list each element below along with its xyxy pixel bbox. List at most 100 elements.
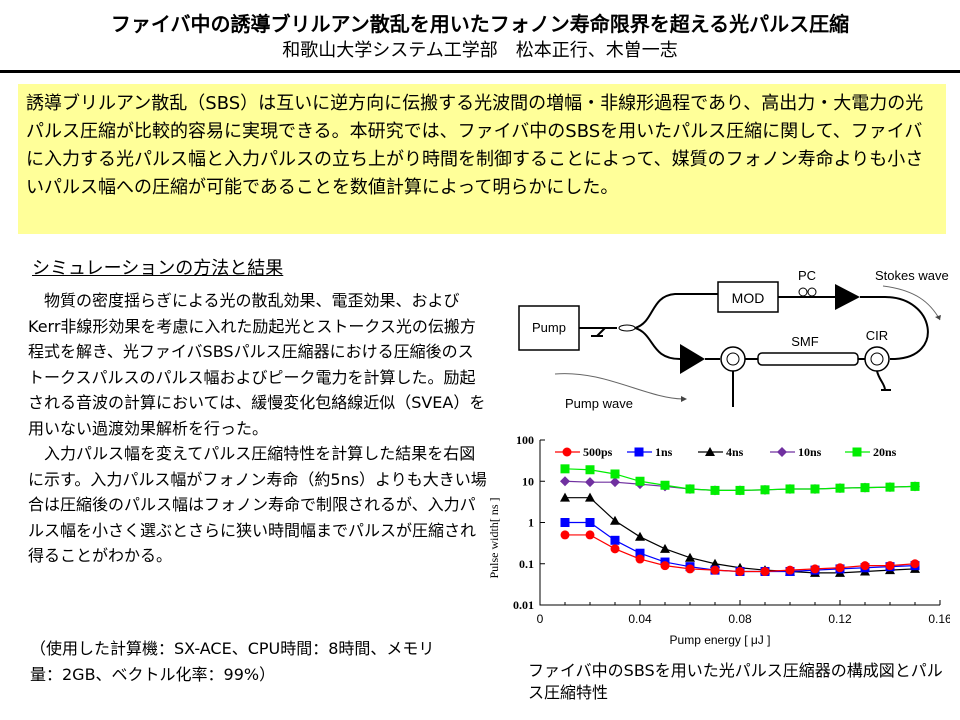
poster-title: ファイバ中の誘導ブリルアン散乱を用いたフォノン寿命限界を超える光パルス圧縮 xyxy=(110,12,850,36)
smf-fiber xyxy=(757,352,859,366)
marker-square xyxy=(585,465,595,475)
y-tick-label: 1 xyxy=(528,516,534,530)
marker-square xyxy=(635,548,645,558)
marker-square xyxy=(634,447,644,457)
marker-triangle xyxy=(560,492,570,502)
pump-label: Pump xyxy=(532,320,566,335)
marker-triangle xyxy=(635,531,645,541)
marker-square xyxy=(635,476,645,486)
marker-circle xyxy=(735,566,745,576)
marker-circle xyxy=(635,554,645,564)
marker-diamond xyxy=(610,477,620,488)
marker-circle xyxy=(760,566,770,576)
marker-square xyxy=(860,483,870,493)
x-tick-label: 0.04 xyxy=(628,612,652,626)
marker-triangle xyxy=(610,515,620,525)
mod-label: MOD xyxy=(732,290,765,306)
paragraph: 物質の密度揺らぎによる光の散乱効果、電歪効果、およびKerr非線形効果を考慮に入… xyxy=(28,291,486,438)
axis-line xyxy=(539,440,940,606)
marker-circle xyxy=(810,564,820,574)
marker-circle xyxy=(710,565,720,575)
paragraph: 入力パルス幅を変えてパルス圧縮特性を計算した結果を右図に示す。入力パルス幅がフォ… xyxy=(28,444,487,565)
marker-square xyxy=(760,485,770,495)
x-tick-label: 0.08 xyxy=(728,612,752,626)
series-line xyxy=(565,497,916,574)
marker-triangle xyxy=(585,492,595,502)
marker-circle xyxy=(660,561,670,571)
y-tick-label: 0.1 xyxy=(519,557,534,571)
legend-item: 1ns xyxy=(627,445,673,459)
marker-square xyxy=(560,464,570,474)
circulator-icon xyxy=(864,346,890,372)
circulator-icon xyxy=(720,346,746,372)
marker-square xyxy=(610,535,620,545)
marker-square xyxy=(785,484,795,494)
legend-item: 500ps xyxy=(555,445,613,459)
marker-square xyxy=(560,518,570,527)
marker-circle xyxy=(562,447,572,457)
cir-label: CIR xyxy=(866,328,888,343)
x-axis-label: Pump energy [ μJ ] xyxy=(670,633,771,647)
legend-label: 4ns xyxy=(726,445,744,459)
y-tick-label: 10 xyxy=(522,474,534,488)
marker-square xyxy=(852,447,862,457)
marker-circle xyxy=(560,530,570,540)
amplifier-icon xyxy=(835,284,860,310)
y-axis-label: Pulse width[ ns ] xyxy=(487,497,501,578)
polarization-controller-icon xyxy=(807,287,817,297)
computer-note: （使用した計算機：SX-ACE、CPU時間：8時間、メモリ量：2GB、ベクトル化… xyxy=(30,639,435,684)
marker-square xyxy=(685,484,695,494)
x-tick-label: 0.12 xyxy=(828,612,852,626)
marker-square xyxy=(585,518,595,527)
setup-diagram: Pump MOD PC Stokes wave SMF CIR Pump wav… xyxy=(518,268,949,411)
marker-square xyxy=(910,481,920,491)
marker-diamond xyxy=(560,476,570,487)
legend-label: 500ps xyxy=(583,445,613,459)
marker-circle xyxy=(835,563,845,573)
pulse-width-chart: 0 0.04 0.08 0.12 0.16 0.01 0.1 1 10 100 500ps 1ns 4n… xyxy=(487,433,950,647)
marker-circle xyxy=(885,561,895,571)
marker-square xyxy=(710,485,720,495)
legend-label: 20ns xyxy=(873,445,897,459)
stokes-label: Stokes wave xyxy=(875,268,949,283)
coupler-icon xyxy=(618,324,636,332)
legend-item: 4ns xyxy=(698,445,744,459)
legend-item: 10ns xyxy=(770,445,822,459)
smf-label: SMF xyxy=(791,334,819,349)
authors: 和歌山大学システム工学部 松本正行、木曽一志 xyxy=(282,40,678,61)
figure-caption: ファイバ中のSBSを用いた光パルス圧縮器の構成図とパルス圧縮特性 xyxy=(528,661,943,702)
marker-triangle xyxy=(660,543,670,553)
marker-square xyxy=(660,480,670,490)
y-tick-label: 0.01 xyxy=(513,598,534,612)
marker-triangle xyxy=(705,447,715,456)
x-tick-label: 0 xyxy=(537,612,544,626)
divider xyxy=(0,70,960,73)
marker-circle xyxy=(610,544,620,554)
amplifier-icon xyxy=(680,344,705,374)
section-heading: シミュレーションの方法と結果 xyxy=(32,258,284,279)
pump-wave-label: Pump wave xyxy=(565,396,633,411)
marker-triangle xyxy=(710,558,720,568)
marker-square xyxy=(810,484,820,494)
marker-circle xyxy=(785,565,795,575)
legend-label: 10ns xyxy=(798,445,822,459)
marker-square xyxy=(610,469,620,479)
marker-diamond xyxy=(777,447,787,457)
marker-square xyxy=(735,485,745,495)
marker-circle xyxy=(685,564,695,574)
legend-item: 20ns xyxy=(845,445,897,459)
y-tick-label: 100 xyxy=(516,433,534,447)
marker-square xyxy=(885,482,895,492)
x-tick-label: 0.16 xyxy=(928,612,950,626)
marker-circle xyxy=(585,530,595,540)
marker-triangle xyxy=(685,552,695,562)
marker-circle xyxy=(910,559,920,569)
marker-square xyxy=(835,483,845,493)
abstract-box: 誘導ブリルアン散乱（SBS）は互いに逆方向に伝搬する光波間の増幅・非線形過程であ… xyxy=(18,84,946,234)
pc-label: PC xyxy=(798,268,816,283)
marker-diamond xyxy=(585,477,595,488)
marker-circle xyxy=(860,561,870,571)
legend-label: 1ns xyxy=(655,445,673,459)
series-20ns xyxy=(560,464,920,495)
section-body: 物質の密度揺らぎによる光の散乱効果、電歪効果、およびKerr非線形効果を考慮に入… xyxy=(28,288,488,569)
